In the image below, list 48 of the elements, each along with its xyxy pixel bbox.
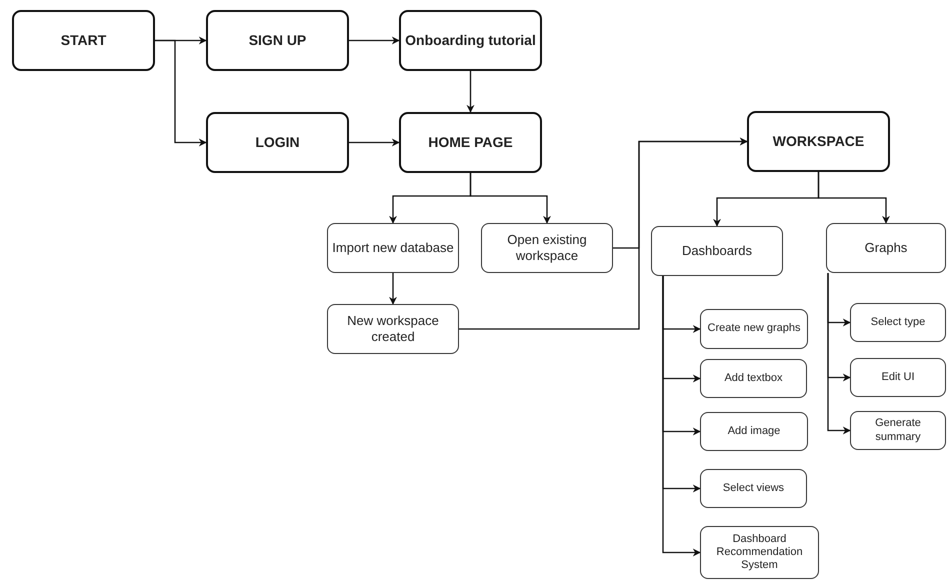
box-label: Open existing workspace bbox=[506, 232, 588, 264]
process-box bbox=[12, 10, 155, 71]
box-label: Generate summary bbox=[874, 417, 922, 444]
process-box bbox=[747, 111, 890, 172]
box-label: Create new graphs bbox=[708, 322, 800, 336]
box-label: START bbox=[60, 32, 106, 49]
process-box bbox=[826, 223, 946, 273]
box-label: Add image bbox=[728, 424, 780, 438]
box-label: New workspace created bbox=[346, 313, 440, 345]
process-box bbox=[850, 303, 946, 342]
process-box bbox=[206, 10, 349, 71]
box-label: Edit UI bbox=[881, 370, 914, 384]
process-box bbox=[399, 10, 542, 71]
process-box bbox=[399, 112, 542, 173]
box-label: Dashboard Recommendation System bbox=[715, 532, 804, 572]
process-box bbox=[327, 304, 459, 354]
box-label: Dashboards bbox=[682, 243, 752, 259]
process-box bbox=[327, 223, 459, 273]
process-box bbox=[700, 469, 807, 508]
process-box bbox=[700, 359, 807, 398]
box-label: LOGIN bbox=[255, 134, 300, 151]
arrow bbox=[466, 71, 474, 113]
process-box bbox=[850, 358, 946, 397]
arrow bbox=[349, 138, 400, 146]
box-label: Add textbox bbox=[724, 372, 783, 386]
arrow bbox=[818, 172, 890, 224]
box-label: SIGN UP bbox=[248, 32, 306, 49]
process-box bbox=[651, 226, 783, 276]
box-label: Onboarding tutorial bbox=[405, 32, 536, 49]
arrow bbox=[459, 138, 748, 330]
arrow bbox=[389, 273, 397, 305]
box-label: Graphs bbox=[864, 240, 908, 256]
process-box bbox=[850, 411, 946, 450]
arrow bbox=[470, 173, 551, 224]
box-label: Select views bbox=[722, 482, 784, 496]
arrow bbox=[155, 40, 207, 146]
process-box bbox=[700, 412, 808, 451]
arrow bbox=[827, 273, 851, 434]
arrow bbox=[349, 36, 400, 44]
process-box bbox=[481, 223, 613, 273]
box-label: HOME PAGE bbox=[428, 134, 513, 151]
box-label: Import new database bbox=[332, 240, 454, 256]
box-label: WORKSPACE bbox=[772, 133, 864, 150]
box-label: Select type bbox=[870, 316, 926, 330]
arrow bbox=[662, 276, 701, 556]
process-box bbox=[700, 309, 808, 349]
process-box bbox=[206, 112, 349, 173]
process-box bbox=[700, 526, 819, 579]
